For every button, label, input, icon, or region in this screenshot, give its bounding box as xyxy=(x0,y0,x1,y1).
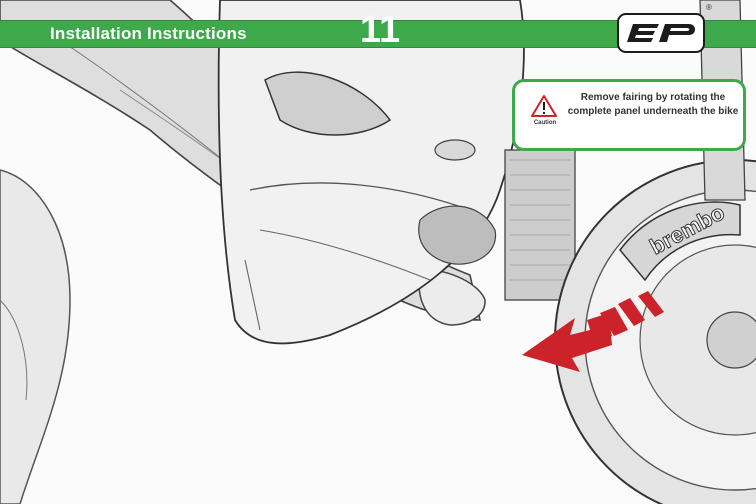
page-title: Installation Instructions xyxy=(50,22,247,46)
brand-logo xyxy=(617,13,705,53)
caution-text: Remove fairing by rotating the complete … xyxy=(567,91,739,119)
registered-mark: ® xyxy=(706,3,712,12)
warning-triangle-icon xyxy=(531,94,557,118)
ep-logo-icon xyxy=(619,15,703,51)
caution-callout: Caution Remove fairing by rotating the c… xyxy=(512,79,746,151)
caution-label: Caution xyxy=(525,120,565,126)
step-number: 11 xyxy=(352,10,408,50)
